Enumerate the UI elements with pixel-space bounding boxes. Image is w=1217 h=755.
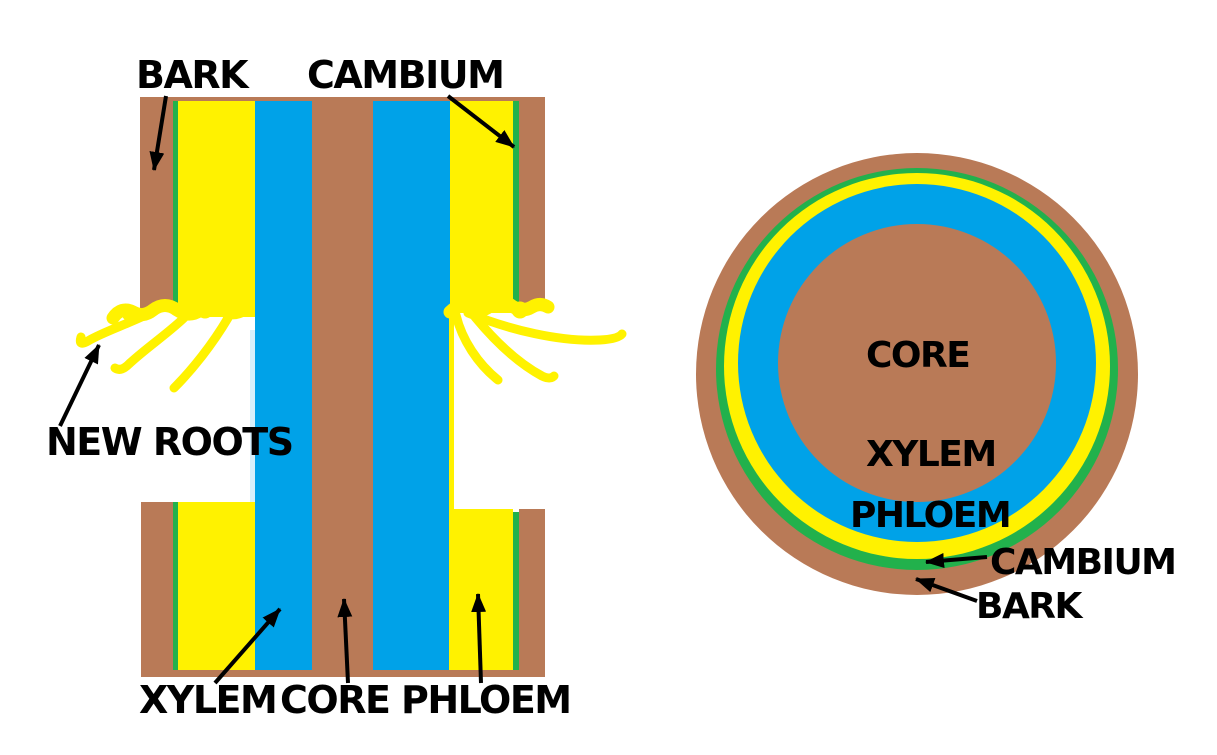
stem-top-cambium-left — [173, 101, 178, 307]
xylem-label-bottom: XYLEM — [139, 678, 278, 722]
stem-xylem-column-right — [373, 101, 450, 677]
new-root-right-2 — [470, 312, 559, 383]
new-root-right-1 — [463, 308, 627, 345]
stem-xylem-column-left — [255, 101, 312, 677]
stem-cut-edge-highlight — [250, 330, 255, 502]
cambium-label-ring: CAMBIUM — [990, 542, 1177, 583]
new-root-right-3 — [451, 310, 503, 385]
bark-label-top: BARK — [136, 53, 249, 97]
new-roots-left-curl-2 — [196, 301, 214, 319]
new-roots-arrow — [58, 344, 101, 427]
new-root-left-3 — [169, 313, 233, 393]
stem-top-cambium-right — [513, 101, 519, 305]
ring-core — [778, 224, 1056, 502]
new-roots-right-mass — [443, 295, 555, 319]
core-label-bottom: CORE — [280, 678, 391, 722]
new-roots-left-mass — [106, 299, 252, 325]
xylem-label-ring: XYLEM — [866, 434, 997, 475]
stem-phloem-thin-line — [449, 318, 454, 677]
stem-bottom-bark-left — [141, 502, 173, 676]
new-roots-label: NEW ROOTS — [46, 420, 294, 464]
phloem-arrow — [471, 593, 487, 684]
bark-ring-arrow — [915, 577, 978, 603]
cambium-label-top: CAMBIUM — [307, 53, 505, 97]
stem-top-phloem-left — [178, 101, 255, 317]
bark-label-ring: BARK — [976, 586, 1082, 627]
cambium-ring-arrow — [925, 553, 988, 569]
new-roots-right-curl-2 — [511, 301, 529, 319]
core-arrow — [337, 598, 353, 684]
stem-bottom-cambium-right — [513, 512, 519, 671]
new-root-left-2 — [110, 311, 191, 374]
stem-bottom-phloem-left — [178, 502, 255, 671]
cambium-arrow — [446, 94, 516, 149]
stem-top-phloem-right — [450, 101, 513, 313]
phloem-label-ring: PHLOEM — [850, 495, 1012, 536]
stem-bottom-edge — [141, 670, 545, 677]
stem-bottom-phloem-right — [452, 509, 513, 671]
xylem-arrow — [213, 607, 282, 685]
bark-arrow — [149, 95, 168, 171]
core-label-ring: CORE — [866, 335, 971, 376]
new-root-left-1 — [75, 308, 155, 348]
phloem-label-bottom: PHLOEM — [401, 678, 572, 722]
stem-bottom-bark-right — [519, 509, 545, 676]
stem-bottom-cambium-left — [173, 502, 178, 672]
stem-core-column — [312, 97, 373, 677]
